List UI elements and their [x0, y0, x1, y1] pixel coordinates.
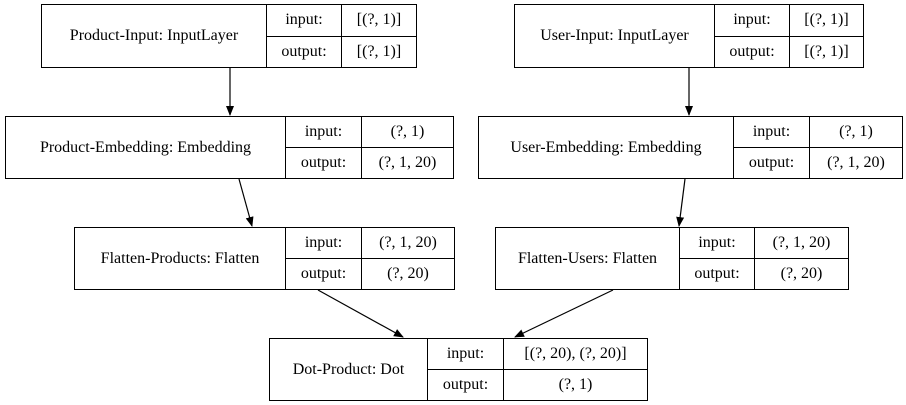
input-label: input:	[715, 5, 789, 37]
port-labels: input: output:	[715, 5, 790, 67]
node-product-embedding: Product-Embedding: Embedding input: outp…	[5, 116, 454, 179]
node-flatten-products: Flatten-Products: Flatten input: output:…	[74, 227, 455, 290]
output-label: output:	[729, 42, 775, 60]
input-label: input:	[286, 117, 361, 148]
input-shape: (?, 1)	[362, 117, 453, 148]
input-shape: (?, 1, 20)	[755, 228, 848, 259]
input-label: input:	[286, 228, 361, 259]
edge-user-embedding-to-flatten-users	[676, 178, 686, 227]
node-title: Flatten-Products: Flatten	[75, 228, 286, 289]
node-title: Dot-Product: Dot	[270, 339, 428, 400]
input-shape: (?, 1, 20)	[362, 228, 454, 259]
output-label: output:	[300, 265, 347, 282]
port-labels: input: output:	[734, 117, 810, 178]
input-label: input:	[734, 117, 809, 148]
output-shape: (?, 1, 20)	[378, 154, 437, 171]
node-user-input: User-Input: InputLayer input: output: [(…	[514, 4, 864, 68]
node-title: User-Embedding: Embedding	[479, 117, 734, 178]
port-shapes: (?, 1) (?, 1, 20)	[810, 117, 902, 178]
input-label: input:	[428, 339, 503, 370]
input-label: input:	[267, 5, 341, 37]
output-shape: (?, 20)	[780, 265, 823, 282]
output-shape: [(?, 1)]	[356, 42, 402, 60]
input-shape: [(?, 1)]	[342, 5, 416, 37]
edge-flatten-users-to-dot-product	[514, 289, 614, 338]
edge-product-embedding-to-flatten-products	[238, 178, 254, 227]
port-shapes: [(?, 20), (?, 20)] (?, 1)	[504, 339, 647, 400]
node-product-input: Product-Input: InputLayer input: output:…	[41, 4, 417, 68]
node-title: Product-Embedding: Embedding	[6, 117, 286, 178]
port-shapes: [(?, 1)] [(?, 1)]	[790, 5, 863, 67]
node-flatten-users: Flatten-Users: Flatten input: output: (?…	[495, 227, 849, 290]
output-label: output:	[300, 154, 347, 171]
node-title: Product-Input: InputLayer	[42, 5, 267, 67]
output-shape: (?, 1, 20)	[827, 154, 885, 171]
output-label: output:	[281, 42, 327, 60]
input-shape: [(?, 20), (?, 20)]	[504, 339, 647, 370]
edge-flatten-products-to-dot-product	[317, 289, 404, 338]
output-shape: [(?, 1)]	[804, 42, 849, 60]
port-labels: input: output:	[680, 228, 755, 289]
output-label: output:	[748, 154, 795, 171]
port-shapes: (?, 1, 20) (?, 20)	[362, 228, 454, 289]
port-labels: input: output:	[286, 117, 362, 178]
input-shape: (?, 1)	[810, 117, 902, 148]
port-labels: input: output:	[428, 339, 504, 400]
output-label: output:	[442, 376, 489, 393]
port-shapes: [(?, 1)] [(?, 1)]	[342, 5, 416, 67]
node-title: Flatten-Users: Flatten	[496, 228, 680, 289]
port-labels: input: output:	[286, 228, 362, 289]
node-user-embedding: User-Embedding: Embedding input: output:…	[478, 116, 903, 179]
node-title: User-Input: InputLayer	[515, 5, 715, 67]
output-shape: (?, 20)	[387, 265, 429, 282]
output-label: output:	[694, 265, 740, 282]
output-shape: (?, 1)	[558, 376, 593, 393]
port-shapes: (?, 1) (?, 1, 20)	[362, 117, 453, 178]
input-label: input:	[680, 228, 754, 259]
input-shape: [(?, 1)]	[790, 5, 863, 37]
port-shapes: (?, 1, 20) (?, 20)	[755, 228, 848, 289]
node-dot-product: Dot-Product: Dot input: output: [(?, 20)…	[269, 338, 648, 401]
port-labels: input: output:	[267, 5, 342, 67]
